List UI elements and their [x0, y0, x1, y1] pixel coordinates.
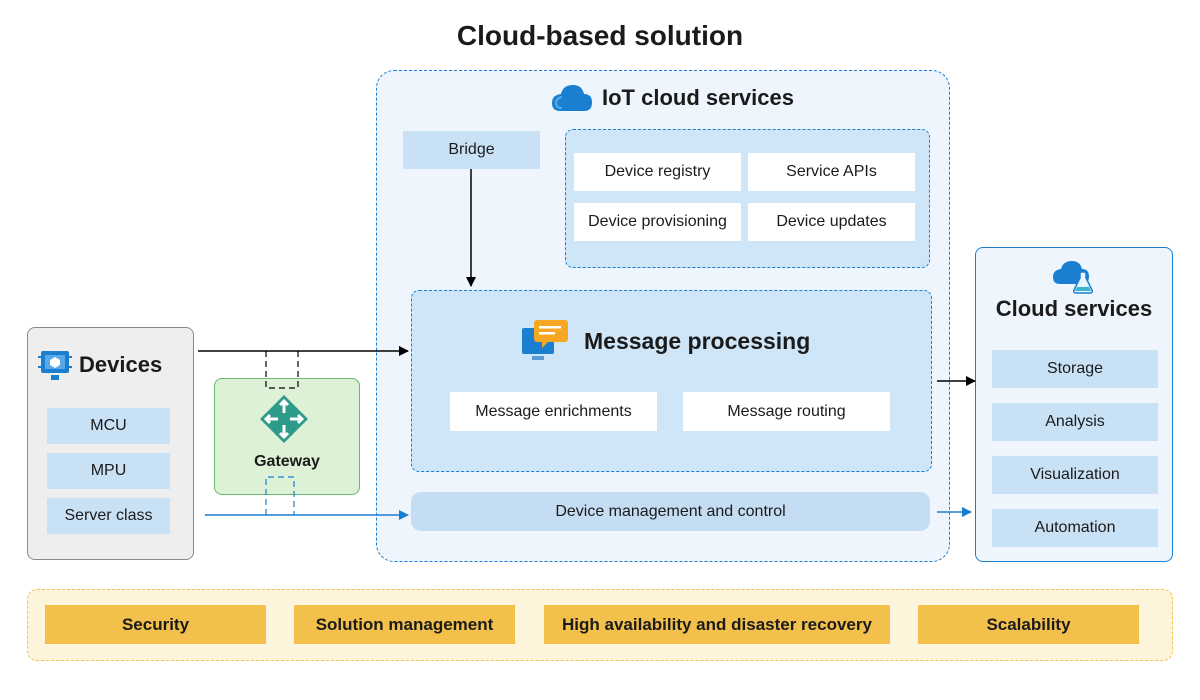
message-enrichments-box: Message enrichments — [450, 392, 657, 431]
gateway-router-icon — [258, 393, 310, 445]
device-registry-box: Device registry — [574, 153, 741, 191]
cloud-services-title: Cloud services — [995, 296, 1153, 321]
service-apis-box: Service APIs — [748, 153, 915, 191]
message-processing-title: Message processing — [584, 327, 811, 354]
bridge-box: Bridge — [403, 131, 540, 169]
devices-header: Devices — [37, 347, 162, 383]
solution-management-box: Solution management — [294, 605, 515, 644]
device-updates-box: Device updates — [748, 203, 915, 241]
device-management-box: Device management and control — [411, 492, 930, 531]
gateway-label: Gateway — [254, 453, 320, 470]
message-processing-icon — [520, 318, 570, 364]
mcu-box: MCU — [47, 408, 170, 444]
iot-cloud-services-header: IoT cloud services — [550, 80, 794, 116]
message-processing-header: Message processing — [520, 318, 810, 364]
security-box: Security — [45, 605, 266, 644]
device-provisioning-box: Device provisioning — [574, 203, 741, 241]
visualization-box: Visualization — [992, 456, 1158, 494]
high-availability-box: High availability and disaster recovery — [544, 605, 890, 644]
cloud-lab-icon — [1052, 258, 1096, 296]
message-routing-box: Message routing — [683, 392, 890, 431]
scalability-box: Scalability — [918, 605, 1139, 644]
storage-box: Storage — [992, 350, 1158, 388]
mpu-box: MPU — [47, 453, 170, 489]
iot-cloud-services-title: IoT cloud services — [602, 85, 794, 110]
message-processing-group — [411, 290, 932, 472]
diagram-title: Cloud-based solution — [456, 20, 744, 51]
analysis-box: Analysis — [992, 403, 1158, 441]
device-services-group — [565, 129, 930, 268]
devices-title: Devices — [79, 352, 163, 377]
automation-box: Automation — [992, 509, 1158, 547]
cloud-icon — [550, 81, 594, 115]
device-chip-icon — [37, 347, 73, 383]
server-class-box: Server class — [47, 498, 170, 534]
